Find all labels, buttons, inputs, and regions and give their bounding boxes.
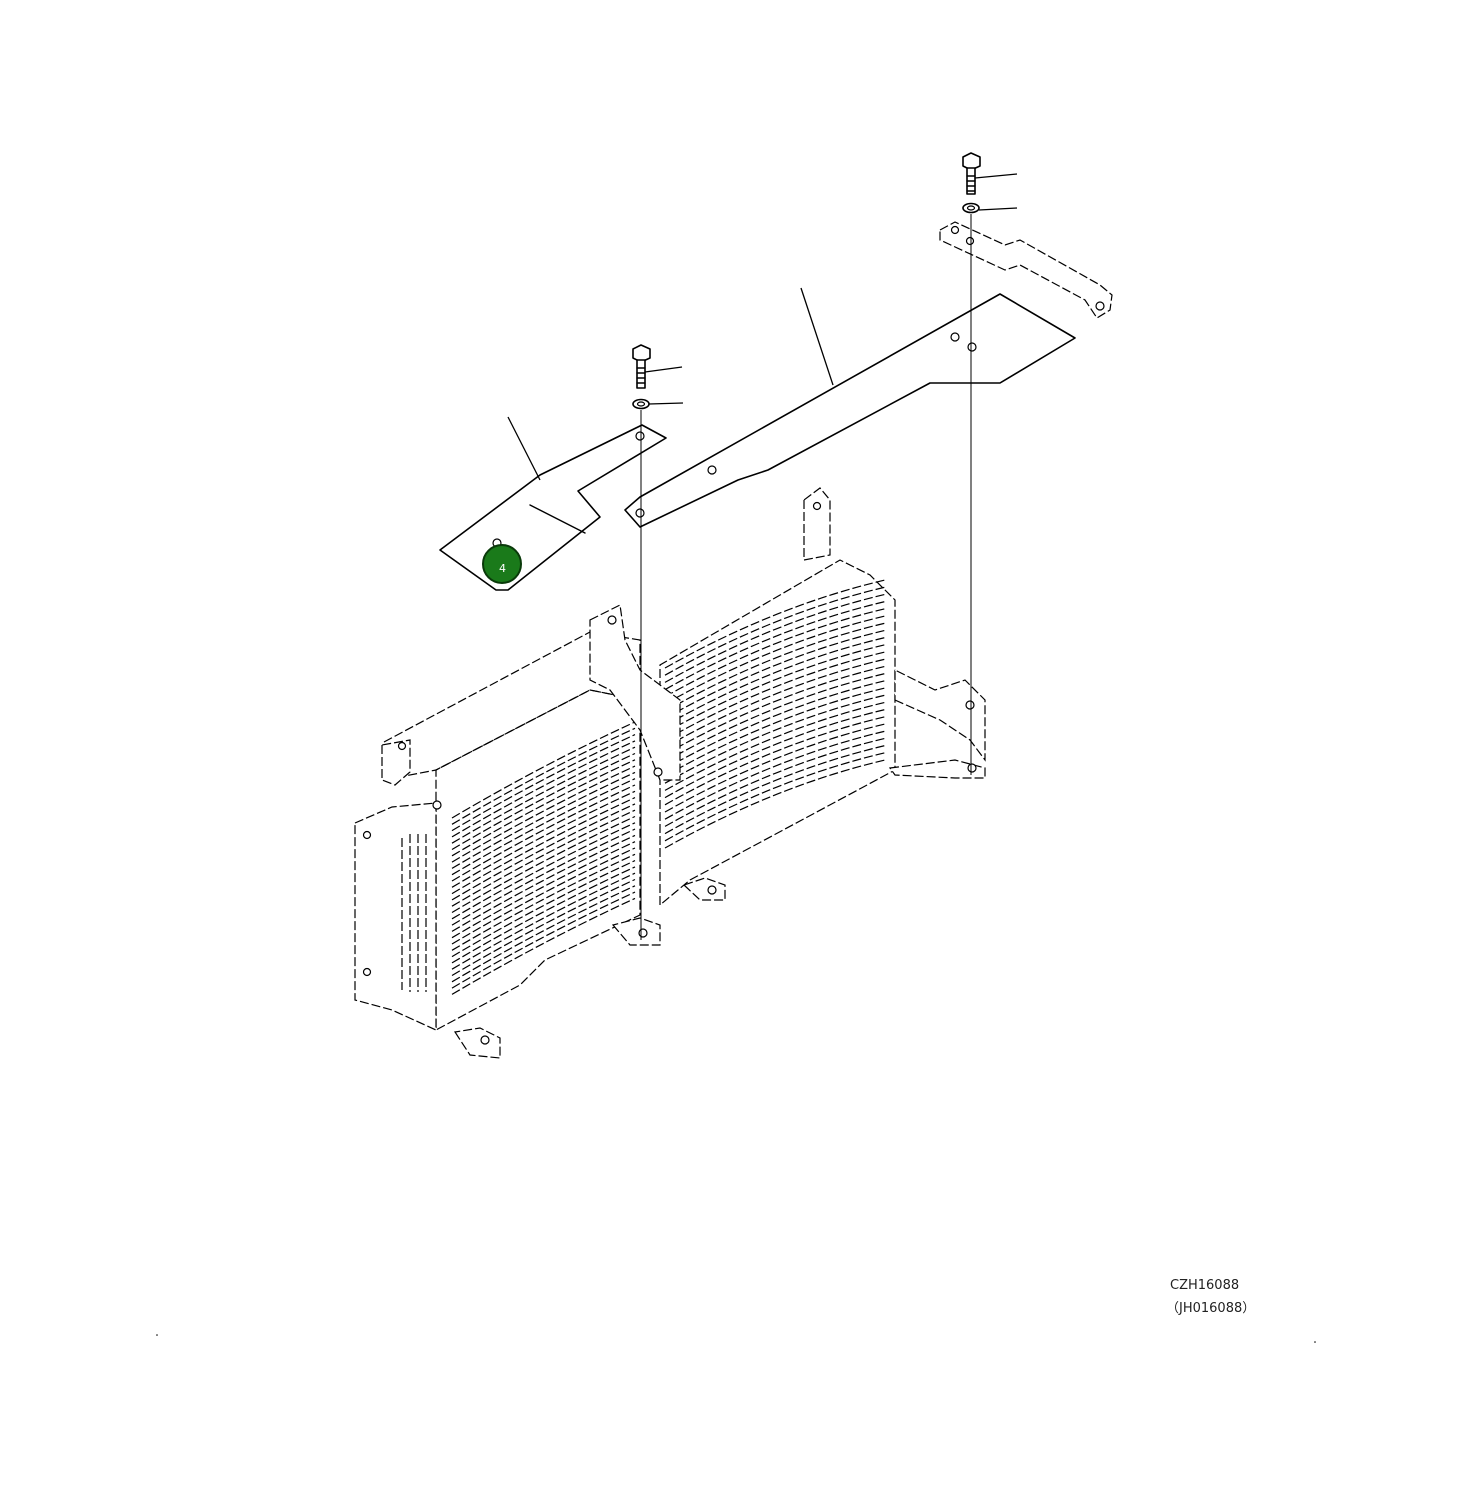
cooler-fin — [451, 872, 636, 970]
cooler-fin — [451, 828, 636, 926]
cooler-fin — [664, 651, 886, 741]
cooler-fin — [451, 860, 636, 958]
cooler-fin — [451, 847, 636, 945]
cooler-fin — [664, 701, 886, 791]
long-bracket-plate — [624, 293, 1076, 528]
cooler-fin — [451, 822, 636, 920]
cooler-fin — [664, 579, 886, 669]
leader-lines — [507, 173, 1018, 481]
cooler-fin — [451, 891, 636, 989]
cooler-fin — [664, 658, 886, 748]
cooler-fin — [664, 730, 886, 820]
cooler-fin — [664, 665, 886, 755]
cooler-fin — [664, 673, 886, 763]
cooler-fin — [664, 644, 886, 734]
cooler-fin — [451, 771, 636, 869]
cooler-fin — [451, 721, 636, 819]
bolt-left — [632, 344, 651, 410]
cooler-fins-front — [451, 721, 636, 995]
bolt-right — [962, 152, 981, 214]
cooler-fin — [664, 745, 886, 835]
cooler-fin — [451, 803, 636, 901]
upper-mount-phantom — [939, 221, 1113, 319]
cooler-fin — [664, 709, 886, 799]
cooler-fin — [664, 615, 886, 705]
callout-label: 4 — [499, 562, 506, 575]
cooler-fin — [451, 834, 636, 932]
cooler-fin — [664, 622, 886, 712]
cooler-fin — [451, 727, 636, 825]
cooler-fin — [451, 790, 636, 888]
cooler-fin — [664, 601, 886, 691]
drawing-code: CZH16088 — [1170, 1278, 1240, 1293]
cooler-fin — [451, 759, 636, 857]
cooler-fin — [451, 734, 636, 832]
cooler-fin — [451, 878, 636, 977]
cooler-fin — [451, 809, 636, 907]
cooler-fin — [664, 586, 886, 676]
cooler-fin — [664, 637, 886, 727]
cooler-fin — [451, 853, 636, 951]
cooler-fin — [664, 629, 886, 719]
cooler-fin — [451, 752, 636, 851]
assembly-center-lines — [640, 214, 972, 940]
cooler-core-phantom — [354, 487, 986, 1059]
cooler-fin — [451, 746, 636, 844]
cooler-fin — [664, 608, 886, 698]
cooler-fin — [664, 687, 886, 777]
cooler-fin — [664, 723, 886, 813]
callout-4[interactable]: 4 — [482, 544, 522, 584]
cooler-fin — [451, 797, 636, 895]
cooler-fin — [451, 784, 636, 882]
cooler-fin — [451, 841, 636, 939]
cooler-fin — [451, 897, 636, 995]
cooler-fins-rear — [664, 579, 886, 849]
cooler-fin — [664, 752, 886, 842]
cooler-fin — [664, 716, 886, 806]
cooler-fin — [451, 740, 636, 838]
cooler-fin — [664, 759, 886, 849]
cooler-fin — [451, 778, 636, 876]
cooler-fin — [451, 765, 636, 863]
cooler-fin — [451, 885, 636, 983]
cooler-fin — [664, 593, 886, 683]
cooler-fin — [664, 737, 886, 827]
cooler-fin — [451, 866, 636, 964]
drawing-code-alt: （JH016088） — [1166, 1301, 1256, 1316]
cooler-fin — [664, 680, 886, 770]
cooler-fin — [664, 694, 886, 784]
cooler-fin — [451, 815, 636, 914]
